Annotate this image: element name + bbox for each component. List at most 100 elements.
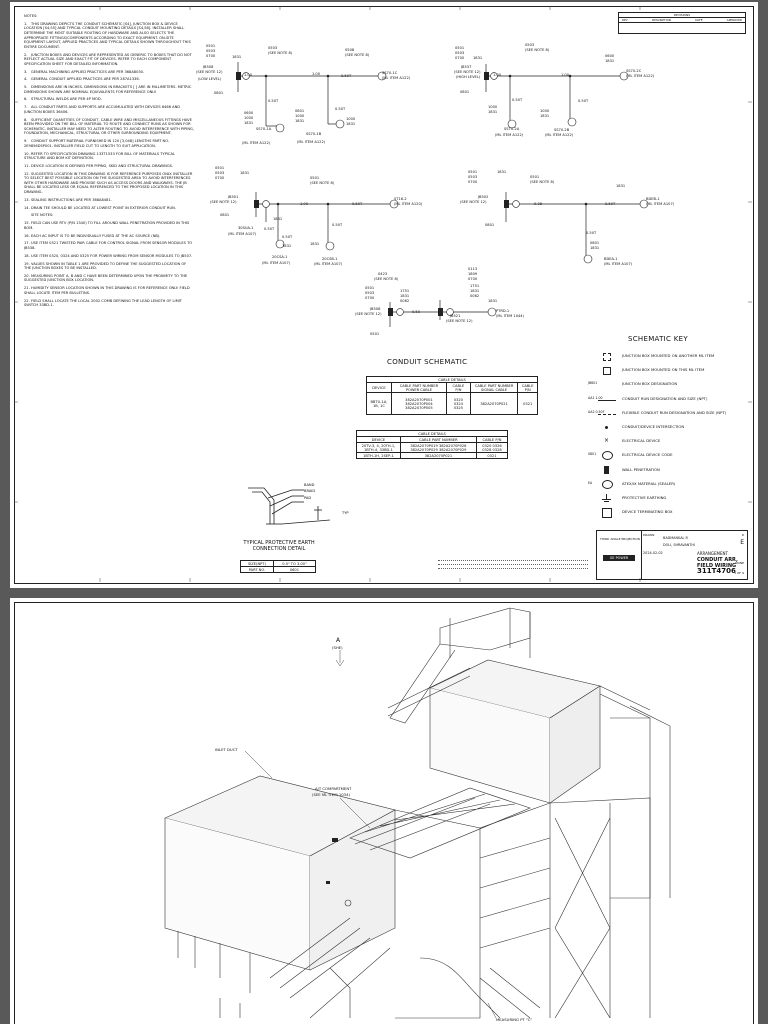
callout-label: INLET DUCT	[215, 747, 238, 752]
schematic-label: (ML ITEM A122)	[545, 133, 574, 137]
note-text: SUGGESTED LOCATION IN THIS DRAWING IS FO…	[24, 171, 193, 195]
schematic-label: ST16-2	[394, 197, 407, 201]
schematic-label: 0503	[525, 43, 535, 47]
schematic-label: 0600	[605, 54, 615, 58]
table-cell: 20TV-3, 4, 20TH-1, 1BTH-4, 33BD-1	[356, 442, 401, 453]
company-logo: GE POWER	[603, 555, 635, 561]
schematic-label: 0801	[590, 241, 600, 245]
schematic-label: (ML ITEM A122)	[495, 133, 524, 137]
note-text: FIELD SHALL LOCATE THE LOCAL 2002 COMB D…	[24, 298, 182, 308]
scale: NONE	[735, 561, 744, 565]
note-number: 4.	[24, 77, 28, 82]
note-number: 22.	[24, 298, 30, 303]
schematic-label: 0700	[468, 277, 478, 281]
schematic-label: 0700	[468, 180, 478, 184]
note-text: DRAIN TEE SHOULD BE LOCATED AT LOWEST PO…	[31, 205, 176, 210]
schematic-label: (ML ITEM A107)	[228, 232, 257, 236]
schematic-label: 1831	[240, 171, 250, 175]
jb-this-icon	[596, 366, 618, 376]
schematic-label: 0501	[530, 175, 540, 179]
schematic-label: 1831	[346, 122, 356, 126]
sheet-border	[14, 6, 754, 584]
schematic-label: 1809	[468, 272, 478, 276]
schematic-label: (ML ITEM A122)	[297, 140, 326, 144]
cable-table-1-header: DEVICE	[366, 382, 392, 393]
schematic-label: 0600	[244, 111, 254, 115]
schematic-label: 0.50T	[282, 235, 293, 239]
schematic-label: 1831	[295, 119, 305, 123]
schematic-label: 1831	[282, 244, 292, 248]
schematic-label: (ML ITEM A122)	[382, 76, 411, 80]
schematic-label: 0.38	[534, 202, 543, 206]
note-item: 15.FIELD CAN USE RTV (P/N 1340) TO FILL …	[24, 221, 194, 230]
earth-detail-title-line: CONNECTION DETAIL	[252, 546, 306, 552]
schematic-label: 0501	[215, 166, 225, 170]
schematic-label: 1831	[400, 294, 410, 298]
title-block: THIRD ANGLE PROJECTION GE POWER DRAWN BA…	[596, 530, 748, 580]
issue-date: 2024-02-02	[643, 551, 663, 555]
note-item: 6.STRUCTURAL WELDS ARE PER 4P MOD.	[24, 97, 194, 102]
wall-icon	[596, 465, 618, 476]
schematic-label: 1831	[244, 121, 254, 125]
cable-table-1-header: CABLE PART NUMBER POWER CABLE	[390, 382, 447, 393]
note-item: 3.GENERAL MACHINING APPLIED PRACTICES AR…	[24, 70, 194, 75]
schematic-label: 0.50	[412, 310, 421, 314]
callout-label: A/T COMPARTMENT	[315, 786, 352, 791]
key-symbol-label: 0801	[588, 452, 597, 457]
note-number: 6.	[24, 97, 28, 102]
table-cell: 382A2070P001 382A2070P004 382A2070P005	[390, 392, 447, 415]
schematic-label: (ML ITEM 1044)	[496, 314, 524, 318]
note-number: 15.	[24, 221, 30, 226]
schematic-label: (SEE NOTE 12)	[210, 200, 237, 204]
revision-col: APPROVED	[726, 18, 742, 22]
schematic-label: 0.50T	[335, 107, 346, 111]
table-cell: 382A2070P021	[469, 392, 519, 415]
note-text: USE ITEM 0321 TWISTED PAIR CABLE FOR CON…	[24, 241, 193, 250]
schematic-label: 0501	[468, 170, 478, 174]
note-number: 12.	[24, 171, 30, 176]
note-text: SUFFICIENT QUANTITIES OF CONDUIT, CABLE …	[24, 117, 194, 136]
revision-columns: REV DESCRIPTION DATE APPROVED	[619, 18, 745, 23]
note-item: 2.JUNCTION BOXES AND DEVICES ARE REPRESE…	[24, 53, 194, 67]
schematic-label: (SEE NOTE 12)	[454, 70, 481, 74]
cable-table-1-header: CABLE P/N	[517, 382, 538, 393]
schematic-label: 0700	[455, 56, 465, 60]
schematic-label: 0.50T	[264, 227, 275, 231]
table-cell: BBTU-1A, 1B, 1C	[366, 392, 392, 415]
note-text: DIMENSIONS ARE IN INCHES. DIMENSIONS IN …	[24, 85, 192, 94]
note-item: 13.SEALING INSTRUCTIONS ARE PER 368A8481…	[24, 198, 194, 203]
schematic-label: JB508	[203, 65, 214, 69]
note-item: 7.ALL CONDUIT PARTS AND SUPPORTS ARE ACC…	[24, 105, 194, 114]
drawing-sheet-2: A(SHE)A/T COMPARTMENT(SEE ML ITEM 1034)I…	[10, 598, 758, 1024]
note-item: 21.HUMIDITY SENSOR LOCATION SHOWN IN THI…	[24, 286, 194, 295]
schematic-label: (ML ITEM A107)	[314, 262, 343, 266]
schematic-label: 1831	[273, 217, 283, 221]
sheet-size: D	[741, 533, 744, 537]
schematic-label: 0503	[468, 175, 478, 179]
schematic-label: (SEE NOTE 12)	[355, 312, 382, 316]
schematic-label: 20CSB-1	[322, 257, 338, 261]
schematic-label: (SEE NOTE 12)	[196, 70, 223, 74]
note-number: 11.	[24, 163, 30, 168]
note-item: 14.DRAIN TEE SHOULD BE LOCATED AT LOWEST…	[24, 206, 194, 211]
note-text: EACH AC INPUT IS TO BE INDIVIDUALLY FUSE…	[31, 233, 161, 238]
revision-col: REV	[622, 18, 628, 22]
cable-table-1-header: CABLE P/N	[445, 382, 471, 393]
table-cell: 382A2070P019 382A2070P026 382A2070P029 3…	[399, 442, 477, 453]
schematic-label: 20CSA-1	[272, 255, 288, 259]
table-cell: 0320 0326 0328 0328	[475, 442, 509, 453]
schematic-label: SS70-2B	[554, 128, 570, 132]
notes-list: 1.THIS DRAWING DEPICTS THE CONDUIT SCHEM…	[24, 22, 194, 308]
schematic-label: (SEE NOTE 8)	[310, 181, 335, 185]
note-item: 17.USE ITEM 0321 TWISTED PAIR CABLE FOR …	[24, 241, 194, 250]
key-item-text: FLEXIBLE CONDUIT RUN DESIGNATION AND SIZ…	[622, 409, 727, 415]
note-text: VALUES SHOWN IN TABLE 1 ARE PROVIDED TO …	[24, 261, 187, 271]
schematic-label: 0.50T	[605, 202, 616, 206]
schematic-label: (LOW LEVEL)	[198, 77, 222, 81]
key-item-text: WALL PENETRATION	[622, 466, 660, 472]
cable-table-1-header: CABLE PART NUMBER SIGNAL CABLE	[469, 382, 519, 393]
schematic-label: 1831	[605, 59, 615, 63]
schematic-label: (ML ITEM A107)	[604, 262, 633, 266]
schematic-label: JB508	[370, 307, 381, 311]
schematic-label: 0801	[460, 90, 470, 94]
